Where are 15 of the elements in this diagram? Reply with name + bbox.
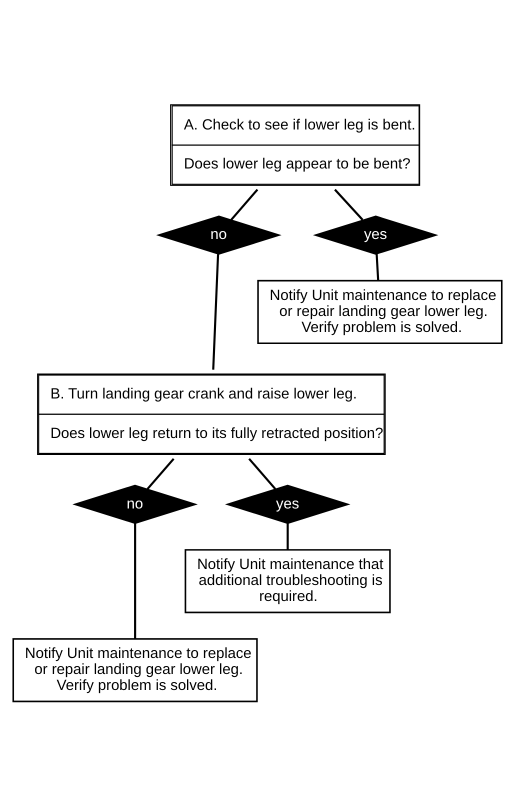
connector [248, 458, 276, 490]
connector [146, 458, 174, 490]
node-box: Notify Unit maintenance to replace or repair landing gear lower leg. Verify problem is solved. [12, 638, 258, 702]
connector [212, 254, 219, 370]
connector [286, 523, 288, 550]
connector [375, 254, 379, 281]
node-diamond: no [156, 216, 282, 255]
node-box: Notify Unit maintenance to replace or repair landing gear lower leg. Verify problem is solved. [256, 280, 502, 344]
connector [334, 188, 363, 220]
connector [134, 524, 136, 639]
node-box: Notify Unit maintenance that additional troubleshooting is required. [184, 549, 390, 614]
node-diamond: yes [312, 216, 438, 255]
node-diamond: yes [224, 484, 350, 524]
node-diamond: no [72, 484, 198, 524]
connector [230, 188, 258, 220]
